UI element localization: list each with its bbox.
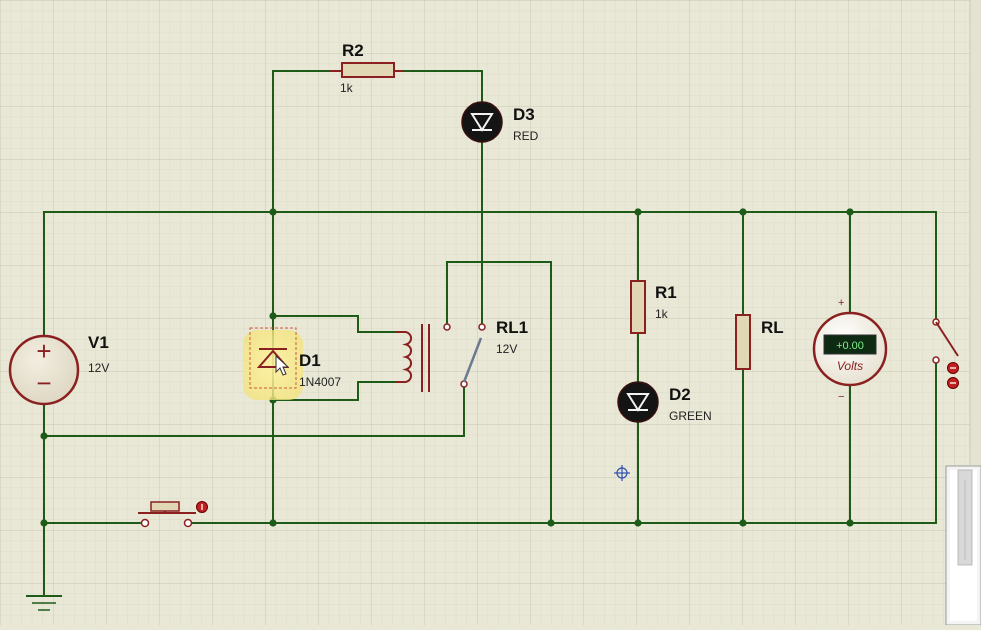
led-d2[interactable]: D2 GREEN xyxy=(617,381,712,423)
r2-ref-label: R2 xyxy=(342,41,364,60)
toggle-switch[interactable] xyxy=(932,318,959,389)
v1-plus-symbol: + xyxy=(36,336,51,366)
diode-d1[interactable]: D1 1N4007 xyxy=(243,327,341,400)
rl-ref-label: RL xyxy=(761,318,784,337)
d3-value-label: RED xyxy=(513,129,539,143)
d1-ref-label: D1 xyxy=(299,351,321,370)
relay-armature xyxy=(462,337,483,383)
window-edge xyxy=(969,0,981,465)
ground-symbol xyxy=(26,595,62,611)
d1-selection-highlight xyxy=(243,330,303,400)
d1-value-label: 1N4007 xyxy=(299,375,341,389)
resistor-r1[interactable]: R1 1k xyxy=(630,280,677,334)
r2-value-label: 1k xyxy=(340,81,354,95)
v1-value-label: 12V xyxy=(88,361,109,375)
voltmeter-display xyxy=(823,334,877,355)
push-button[interactable] xyxy=(138,501,208,528)
relay-coil xyxy=(402,331,413,383)
v1-ref-label: V1 xyxy=(88,333,109,352)
d2-value-label: GREEN xyxy=(669,409,712,423)
mouse-pointer-icon xyxy=(275,354,290,376)
r1-value-label: 1k xyxy=(655,307,669,321)
resistor-rl[interactable]: RL xyxy=(735,314,784,370)
resistor-r2[interactable]: R2 1k xyxy=(330,41,404,95)
v1-minus-symbol: − xyxy=(36,368,51,398)
led-d3[interactable]: D3 RED xyxy=(461,101,539,143)
rl1-value-label: 12V xyxy=(496,342,517,356)
d1-selection-box xyxy=(249,327,297,389)
voltmeter-plus: + xyxy=(838,297,844,309)
r1-ref-label: R1 xyxy=(655,283,677,302)
relay-rl1[interactable]: RL1 12V xyxy=(395,318,528,392)
voltmeter-minus: − xyxy=(838,391,844,403)
battery-v1[interactable]: + − V1 12V xyxy=(8,333,109,406)
voltmeter[interactable]: +0.00 Volts + − xyxy=(812,297,888,403)
d2-ref-label: D2 xyxy=(669,385,691,404)
d3-ref-label: D3 xyxy=(513,105,535,124)
crosshair-icon xyxy=(614,465,630,481)
voltmeter-reading: +0.00 xyxy=(836,340,864,352)
side-panel-fragment[interactable] xyxy=(945,465,981,626)
voltmeter-unit-label: Volts xyxy=(837,359,863,373)
rl1-ref-label: RL1 xyxy=(496,318,528,337)
